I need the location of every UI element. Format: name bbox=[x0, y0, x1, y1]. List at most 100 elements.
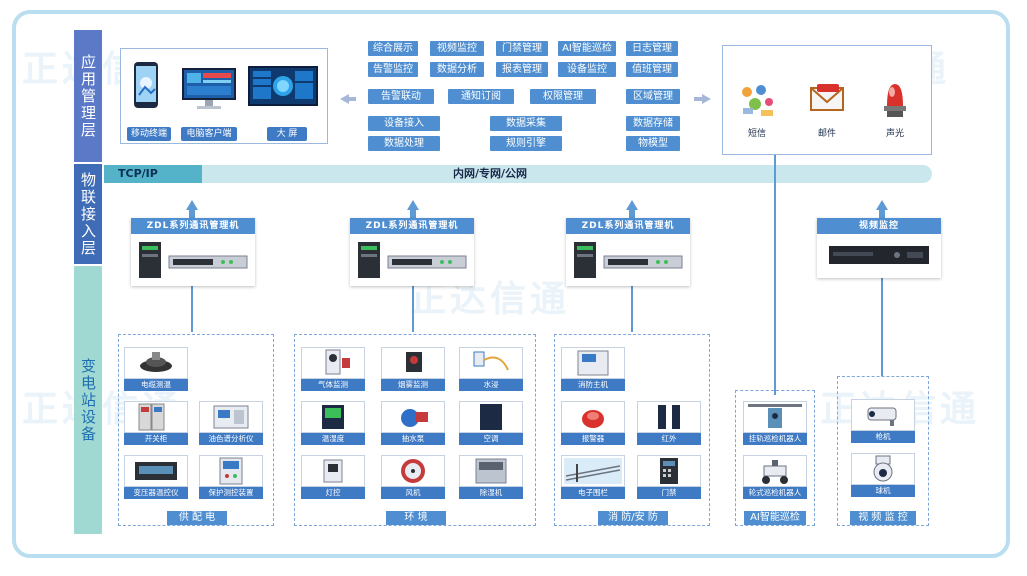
module-button[interactable]: 视频监控 bbox=[430, 41, 484, 56]
protection-device-icon bbox=[219, 457, 243, 485]
connector-line bbox=[881, 278, 883, 376]
module-button[interactable]: 门禁管理 bbox=[496, 41, 548, 56]
notification-label-sms: 短信 bbox=[747, 129, 766, 139]
device-cable-temp: 电缆测温 bbox=[124, 347, 188, 391]
device-electric-fence: 电子围栏 bbox=[561, 455, 625, 499]
arrow-up-icon bbox=[626, 200, 638, 210]
network-protocol: TCP/IP bbox=[104, 165, 202, 183]
group-label-fire-security: 消 防/安 防 bbox=[598, 511, 668, 525]
comm-manager-1: ZDL系列通讯管理机 bbox=[131, 218, 255, 286]
connector-line bbox=[412, 286, 414, 332]
group-label-environment: 环 境 bbox=[386, 511, 446, 525]
group-ai-inspection: 挂轨巡检机器人 轮式巡检机器人 AI智能巡检 bbox=[735, 390, 815, 526]
device-gas-monitor: 气体监测 bbox=[301, 347, 365, 391]
dehumidifier-icon bbox=[475, 458, 507, 484]
module-button[interactable]: 通知订阅 bbox=[448, 89, 514, 104]
comm-manager-title: ZDL系列通讯管理机 bbox=[350, 218, 474, 234]
comm-manager-2: ZDL系列通讯管理机 bbox=[350, 218, 474, 286]
terminal-label-screen: 大 屏 bbox=[267, 127, 307, 141]
dome-camera-icon bbox=[873, 455, 893, 482]
video-monitor-manager: 视频监控 bbox=[817, 218, 941, 278]
group-fire-security: 消防主机 报警器 红外 电子围栏 门禁 消 防/安 防 bbox=[554, 334, 710, 526]
module-button[interactable]: 告警联动 bbox=[368, 89, 434, 104]
module-button[interactable]: 数据采集 bbox=[490, 116, 562, 131]
electric-fence-icon bbox=[564, 458, 622, 484]
module-button[interactable]: 区域管理 bbox=[626, 89, 680, 104]
device-dehumidifier: 除湿机 bbox=[459, 455, 523, 499]
nvr-device-icon bbox=[829, 246, 929, 264]
module-button[interactable]: 规则引擎 bbox=[490, 136, 562, 151]
device-fan: 风机 bbox=[381, 455, 445, 499]
device-smoke-monitor: 烟雾监测 bbox=[381, 347, 445, 391]
module-button[interactable]: 物模型 bbox=[626, 136, 680, 151]
device-alarm: 报警器 bbox=[561, 401, 625, 445]
fan-icon bbox=[401, 459, 425, 483]
comm-manager-device-icon bbox=[358, 242, 467, 278]
cable-temp-icon bbox=[140, 352, 172, 372]
group-label-power: 供 配 电 bbox=[167, 511, 227, 525]
light-switch-icon bbox=[323, 459, 343, 483]
device-air-conditioner: 空调 bbox=[459, 401, 523, 445]
arrow-right-shaft bbox=[694, 97, 702, 101]
module-button[interactable]: 综合展示 bbox=[368, 41, 418, 56]
device-water-leak: 水浸 bbox=[459, 347, 523, 391]
module-button[interactable]: 数据处理 bbox=[368, 136, 440, 151]
infrared-sensor-icon bbox=[658, 405, 680, 429]
arrow-up-shaft bbox=[189, 210, 195, 218]
pump-icon bbox=[401, 409, 428, 427]
arrow-left-shaft bbox=[348, 97, 356, 101]
network-bar bbox=[104, 165, 932, 183]
oil-analyzer-icon bbox=[213, 405, 249, 429]
device-bullet-camera: 枪机 bbox=[851, 399, 915, 443]
transformer-temp-icon bbox=[135, 462, 177, 480]
module-button[interactable]: 设备监控 bbox=[558, 62, 616, 77]
module-button[interactable]: 设备接入 bbox=[368, 116, 440, 131]
module-button[interactable]: 数据分析 bbox=[430, 62, 484, 77]
email-icon bbox=[807, 78, 847, 118]
arrow-right-icon bbox=[702, 94, 711, 104]
alarm-bell-icon bbox=[582, 410, 604, 428]
module-button[interactable]: 数据存储 bbox=[626, 116, 680, 131]
module-button[interactable]: 告警监控 bbox=[368, 62, 418, 77]
module-button[interactable]: 权限管理 bbox=[530, 89, 596, 104]
notification-panel: 短信 邮件 声光 bbox=[722, 45, 932, 155]
thermometer-icon bbox=[322, 405, 344, 429]
fire-host-icon bbox=[577, 350, 609, 376]
device-water-pump: 抽水泵 bbox=[381, 401, 445, 445]
siren-icon bbox=[879, 76, 911, 120]
wheeled-robot-icon bbox=[762, 460, 788, 484]
group-video-surveillance: 枪机 球机 视 频 监 控 bbox=[837, 376, 929, 526]
device-oil-chromatography: 油色谱分析仪 bbox=[199, 401, 263, 445]
water-leak-icon bbox=[473, 351, 509, 371]
terminal-panel: 移动终端 电脑客户端 大 屏 bbox=[120, 48, 328, 144]
device-infrared: 红外 bbox=[637, 401, 701, 445]
group-label-video: 视 频 监 控 bbox=[850, 511, 916, 525]
layer-substation-label: 变电站设备 bbox=[74, 266, 102, 534]
module-button[interactable]: 报表管理 bbox=[496, 62, 548, 77]
terminal-label-desktop: 电脑客户端 bbox=[181, 127, 237, 141]
device-transformer-temp: 变压器温控仪 bbox=[124, 455, 188, 499]
switchgear-icon bbox=[138, 403, 165, 431]
arrow-up-shaft bbox=[629, 210, 635, 218]
arrow-left-icon bbox=[340, 94, 349, 104]
comm-manager-device-icon bbox=[139, 242, 248, 278]
module-button[interactable]: 日志管理 bbox=[626, 41, 678, 56]
connector-line bbox=[631, 286, 633, 332]
arrow-up-icon bbox=[876, 200, 888, 210]
arrow-up-shaft bbox=[410, 210, 416, 218]
bullet-camera-icon bbox=[867, 407, 897, 426]
device-switchgear: 开关柜 bbox=[124, 401, 188, 445]
group-environment: 气体监测 烟雾监测 水浸 温湿度 抽水泵 空调 灯控 风机 除湿机 环 境 bbox=[294, 334, 536, 526]
keypad-icon bbox=[660, 458, 678, 484]
connector-line bbox=[774, 155, 776, 395]
smoke-monitor-icon bbox=[406, 352, 422, 372]
module-button[interactable]: 值班管理 bbox=[626, 62, 678, 77]
comm-manager-title: ZDL系列通讯管理机 bbox=[566, 218, 690, 234]
device-protection-control: 保护测控装置 bbox=[199, 455, 263, 499]
sms-icon bbox=[737, 80, 777, 120]
module-button[interactable]: AI智能巡检 bbox=[558, 41, 616, 56]
network-label: 内网/专网/公网 bbox=[452, 167, 528, 180]
device-rail-robot: 挂轨巡检机器人 bbox=[743, 401, 807, 445]
device-temp-humidity: 温湿度 bbox=[301, 401, 365, 445]
layer-app-label: 应用管理层 bbox=[74, 30, 102, 162]
